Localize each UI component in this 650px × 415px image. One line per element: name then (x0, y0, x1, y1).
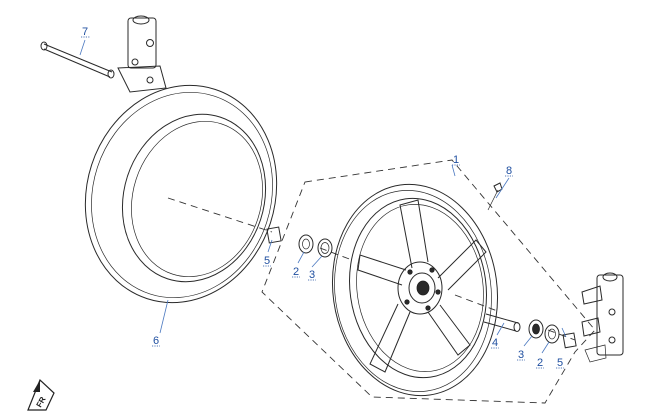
left-axle-nut (266, 226, 282, 244)
callout-4[interactable]: 4 (491, 337, 499, 349)
right-axle-nut (562, 332, 577, 349)
right-bearing (528, 319, 544, 339)
left-fork-leg (117, 15, 167, 93)
front-direction-arrow-icon: FR (27, 378, 55, 411)
callout-2-left[interactable]: 2 (292, 266, 300, 278)
valve (487, 182, 503, 211)
front-axle (40, 41, 115, 79)
right-fork-leg (581, 272, 624, 363)
callout-5-right[interactable]: 5 (556, 357, 564, 369)
svg-text:3: 3 (309, 269, 315, 281)
leader-lines (79, 39, 567, 354)
tire (84, 84, 278, 304)
callout-3-right[interactable]: 3 (517, 349, 525, 361)
svg-text:2: 2 (293, 266, 299, 278)
spacer (483, 313, 521, 332)
left-bearing (317, 238, 333, 258)
wheel-rim (331, 183, 499, 397)
svg-text:5: 5 (557, 357, 563, 369)
svg-text:4: 4 (492, 337, 498, 349)
callout-8[interactable]: 8 (505, 165, 513, 177)
left-oil-seal (298, 234, 314, 254)
svg-text:3: 3 (518, 349, 524, 361)
svg-text:1: 1 (453, 154, 459, 166)
callout-6[interactable]: 6 (152, 335, 160, 347)
wheel-assembly-outline (261, 159, 596, 404)
callout-7[interactable]: 7 (81, 26, 90, 38)
axle-centerline-3 (454, 294, 501, 313)
callout-2-right[interactable]: 2 (536, 357, 544, 369)
callout-5-left[interactable]: 5 (263, 255, 271, 267)
svg-text:8: 8 (506, 165, 512, 177)
callout-1[interactable]: 1 (452, 154, 460, 166)
callout-3-left[interactable]: 3 (308, 269, 316, 281)
axle-centerline (167, 197, 273, 233)
svg-text:6: 6 (153, 335, 159, 347)
svg-text:5: 5 (264, 255, 270, 267)
axle-centerline-4 (547, 329, 576, 341)
svg-text:7: 7 (82, 26, 88, 38)
svg-text:2: 2 (537, 357, 543, 369)
right-oil-seal (544, 324, 560, 344)
